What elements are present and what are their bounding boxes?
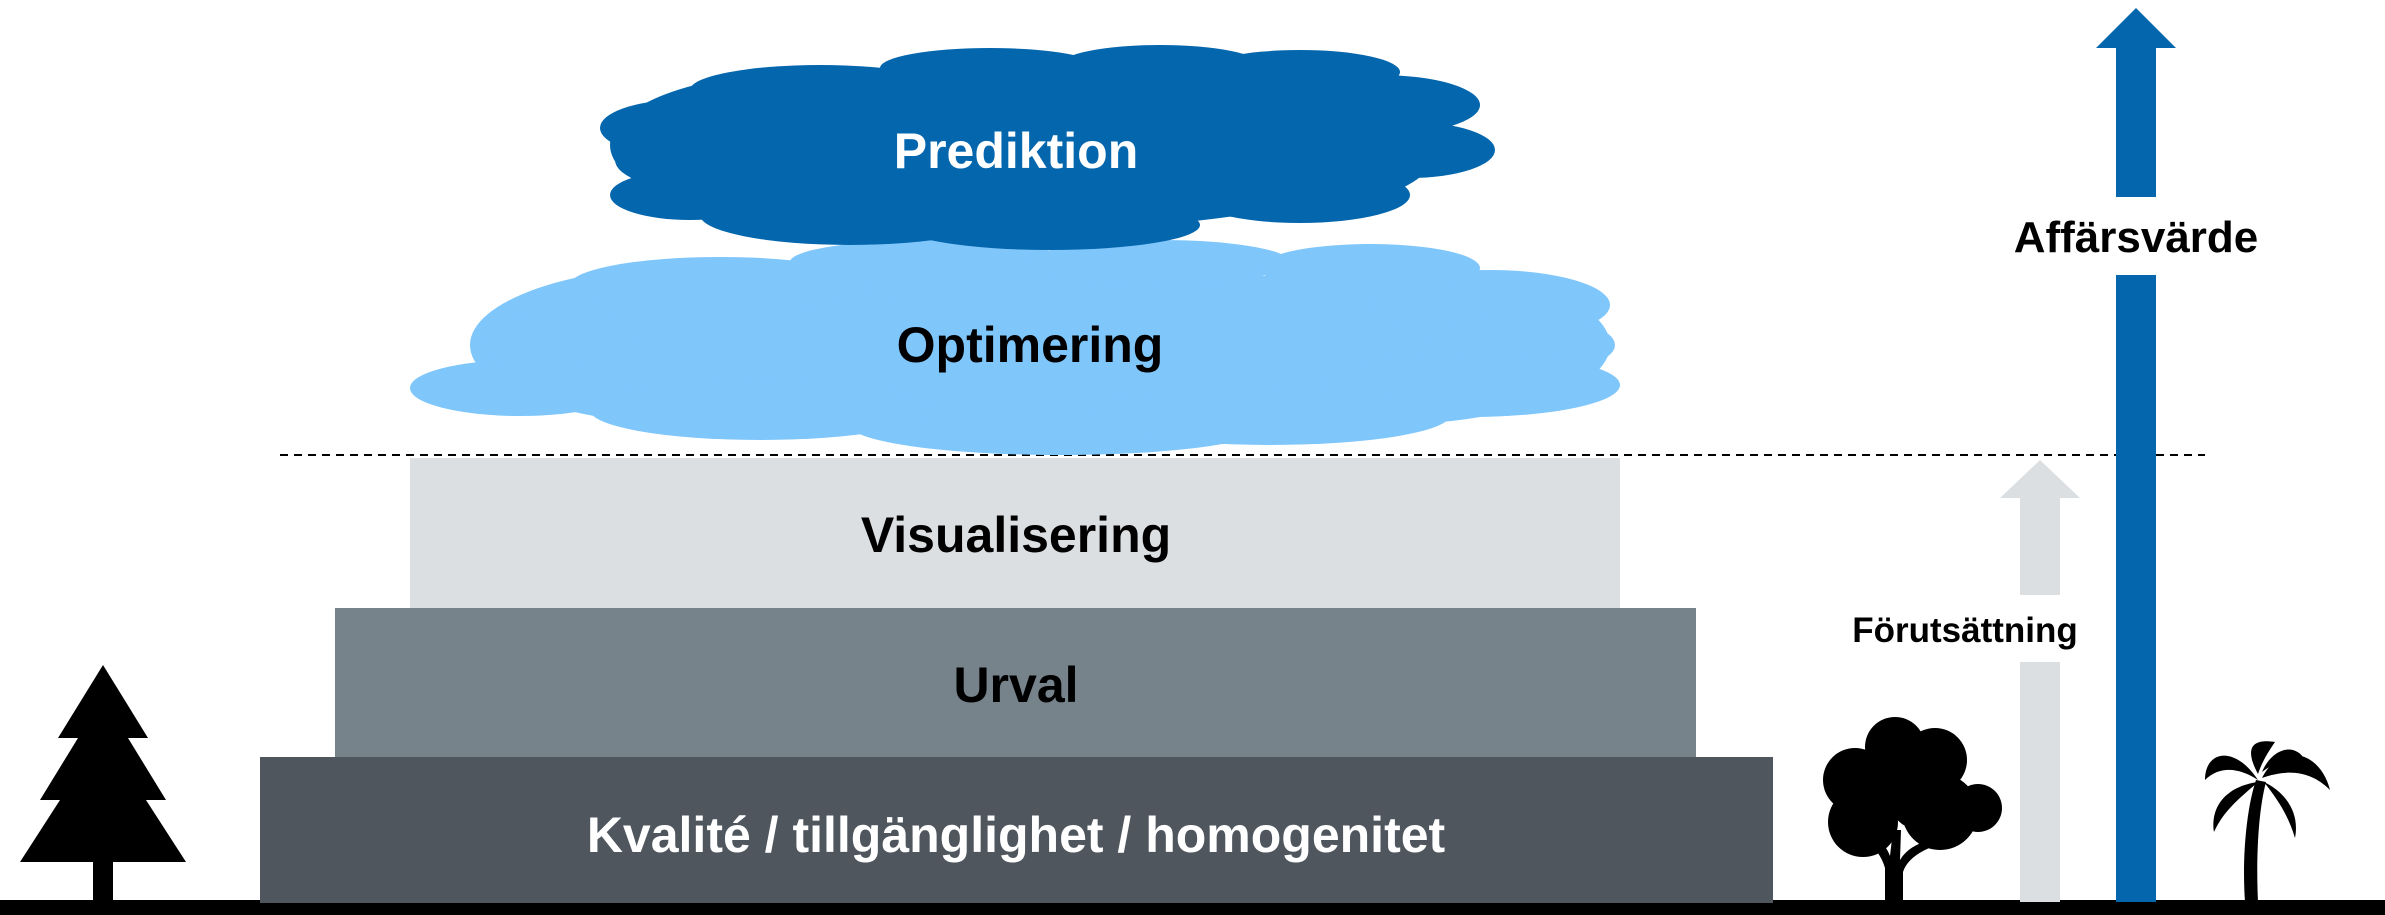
affarsvarde-label: Affärsvärde	[2014, 213, 2259, 262]
deciduous-tree-icon	[1823, 717, 2002, 900]
tier-base-label: Kvalité / tillgänglighet / homogenitet	[587, 807, 1446, 863]
tier-visualisering-label: Visualisering	[861, 507, 1171, 563]
ground-line	[0, 900, 2385, 915]
prediktion-cloud	[600, 45, 1495, 250]
affarsvarde-arrow	[2096, 8, 2176, 902]
tier-base	[260, 757, 1773, 903]
palm-tree-icon	[2205, 741, 2330, 902]
tier-visualisering	[410, 458, 1620, 608]
forutsattning-arrow	[2000, 460, 2080, 902]
tier-urval-label: Urval	[953, 657, 1078, 713]
prediktion-label: Prediktion	[894, 123, 1138, 179]
optimering-label: Optimering	[897, 317, 1164, 373]
tier-urval	[335, 608, 1696, 757]
optimering-cloud	[410, 240, 1620, 455]
pine-tree-icon	[20, 665, 186, 902]
forutsattning-label: Förutsättning	[1852, 611, 2078, 650]
